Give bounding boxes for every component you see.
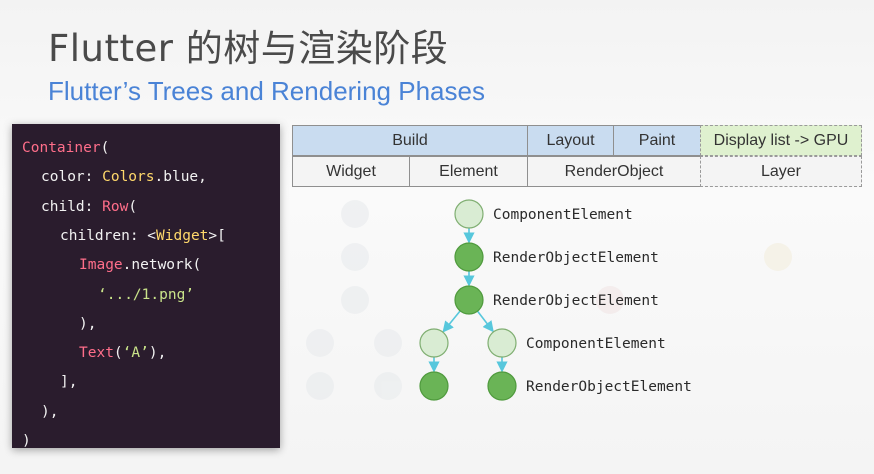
render-object-element-node bbox=[454, 242, 484, 272]
code-token: ( bbox=[128, 198, 138, 215]
element-node-label: RenderObjectElement bbox=[526, 379, 692, 395]
render-object-element-node bbox=[487, 371, 517, 401]
element-node-label: ComponentElement bbox=[526, 336, 666, 352]
phase-layout: Layout bbox=[527, 125, 614, 156]
code-line: ], bbox=[60, 374, 77, 390]
tree-edge-arrow bbox=[476, 310, 494, 333]
code-token: child: bbox=[41, 198, 103, 215]
code-token: ), bbox=[148, 345, 167, 362]
render-object-element-node bbox=[419, 371, 449, 401]
code-line: ) bbox=[22, 433, 31, 449]
element-node-label: RenderObjectElement bbox=[493, 293, 659, 309]
tree-render-object: RenderObject bbox=[527, 156, 701, 187]
tree-edges bbox=[428, 228, 508, 373]
page-subtitle: Flutter’s Trees and Rendering Phases bbox=[48, 76, 485, 106]
code-token: Text bbox=[79, 345, 114, 362]
component-element-node bbox=[487, 328, 517, 358]
code-token: color: bbox=[41, 169, 103, 186]
code-line: child: Row( bbox=[41, 199, 137, 215]
code-token: Image bbox=[79, 257, 123, 274]
code-token: ), bbox=[41, 403, 59, 420]
phase-gpu: Display list -> GPU bbox=[700, 125, 862, 156]
code-panel: Container(color: Colors.blue,child: Row(… bbox=[12, 124, 280, 449]
code-token: ) bbox=[22, 433, 31, 449]
element-node-label: ComponentElement bbox=[493, 207, 633, 223]
code-token: Colors bbox=[102, 169, 155, 186]
tree-layer: Layer bbox=[700, 156, 862, 187]
code-line: ‘.../1.png’ bbox=[98, 287, 194, 303]
code-line: children: <Widget>[ bbox=[60, 228, 226, 244]
tree-element: Element bbox=[409, 156, 528, 187]
page-title: Flutter 的树与渲染阶段 bbox=[48, 27, 449, 70]
code-token: ‘A’ bbox=[122, 345, 149, 362]
code-line: Image.network( bbox=[79, 257, 201, 273]
tree-edge-arrow bbox=[442, 310, 461, 333]
code-token: ], bbox=[60, 374, 78, 391]
code-token: >[ bbox=[208, 227, 226, 244]
code-line: Text(‘A’), bbox=[79, 345, 166, 361]
code-token: Row bbox=[102, 198, 129, 215]
faded-background-trees bbox=[306, 200, 792, 400]
code-line: color: Colors.blue, bbox=[41, 169, 207, 185]
element-node-label: RenderObjectElement bbox=[493, 250, 659, 266]
component-element-node bbox=[454, 199, 484, 229]
component-element-node bbox=[419, 328, 449, 358]
code-token: .network( bbox=[122, 257, 202, 274]
code-token: Container bbox=[22, 140, 101, 156]
code-line: ), bbox=[41, 404, 58, 420]
code-token: ), bbox=[79, 315, 97, 332]
code-token: children: < bbox=[60, 227, 157, 244]
code-line: Container( bbox=[22, 140, 109, 156]
tree-nodes: ComponentElementRenderObjectElementRende… bbox=[419, 199, 692, 401]
phase-build: Build bbox=[292, 125, 528, 156]
code-token: Widget bbox=[156, 227, 209, 244]
render-object-element-node bbox=[454, 285, 484, 315]
code-token: .blue, bbox=[154, 169, 207, 186]
code-line: ), bbox=[79, 316, 96, 332]
code-token: ( bbox=[113, 345, 123, 362]
code-token: ‘.../1.png’ bbox=[98, 286, 195, 303]
code-token: ( bbox=[100, 140, 110, 156]
